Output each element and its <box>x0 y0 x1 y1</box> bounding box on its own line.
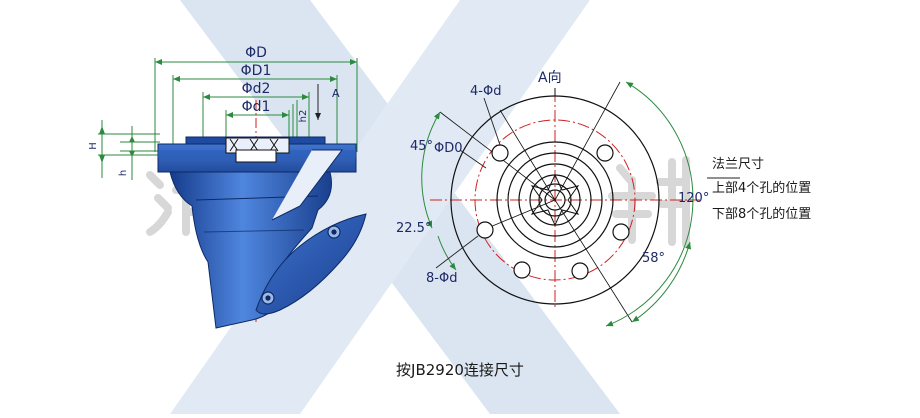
right-flange-view <box>421 81 740 327</box>
dim-label-D: ΦD <box>245 45 267 61</box>
drawing-caption: 按JB2920连接尺寸 <box>396 361 524 379</box>
label-8-holes: 8-Φd <box>426 271 457 286</box>
view-title-A: A向 <box>538 70 562 86</box>
label-angle-45: 45° <box>410 139 433 154</box>
blade <box>255 213 367 315</box>
note-lower-holes: 下部8个孔的位置 <box>712 206 811 222</box>
label-4-holes: 4-Φd <box>470 84 501 99</box>
note-upper-holes: 上部4个孔的位置 <box>712 180 811 196</box>
dim-label-h: h <box>118 170 129 176</box>
label-angle-120: 120° <box>678 191 709 206</box>
view-arrow-label-A: A <box>332 87 340 100</box>
label-angle-22-5: 22.5° <box>396 221 431 236</box>
dim-label-H: H <box>88 142 99 150</box>
left-side-view <box>98 58 367 329</box>
dim-label-h2: h2 <box>298 110 309 123</box>
dim-label-d2: Φd2 <box>242 81 271 97</box>
dim-label-d1: Φd1 <box>242 99 271 115</box>
dim-label-D1: ΦD1 <box>241 63 272 79</box>
label-angle-58: 58° <box>642 251 665 266</box>
label-D0: ΦD0 <box>434 141 463 156</box>
note-flange-size: 法兰尺寸 <box>712 157 764 172</box>
